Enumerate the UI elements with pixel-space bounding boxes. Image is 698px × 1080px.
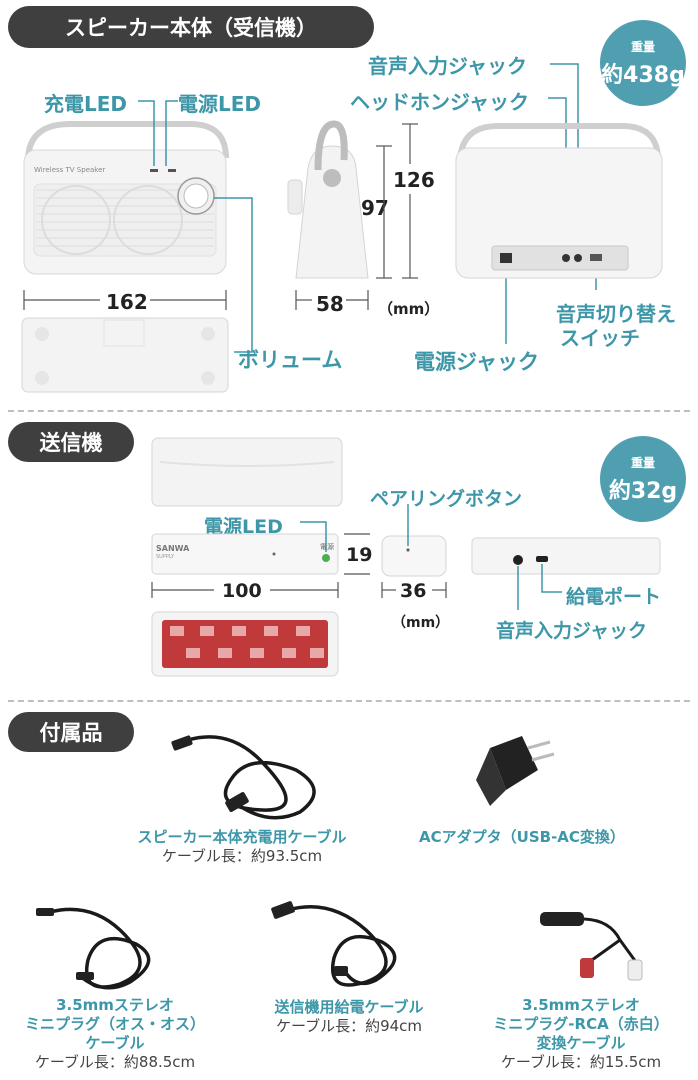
transmitter-views [151, 437, 661, 677]
accessory-name: 送信機用給電ケーブル [274, 998, 424, 1016]
receiver-handle [25, 121, 229, 159]
accessory-item-4: 送信機用給電ケーブル ケーブル長：約94cm [240, 998, 458, 1036]
receiver-bottom-view [21, 317, 229, 393]
accessory-name-line2: ミニプラグ-RCA（赤白） [493, 1015, 669, 1033]
dim-tx-width-100: 100 [222, 580, 262, 602]
receiver-brand-print: Wireless TV Speaker [34, 166, 106, 174]
tx-power-led [322, 554, 330, 562]
dim-width-162: 162 [106, 290, 148, 314]
accessory-name: スピーカー本体充電用ケーブル [137, 828, 347, 846]
label-power-led: 電源LED [178, 92, 262, 116]
accessory-name-line1: 3.5mmステレオ [56, 996, 174, 1014]
dim-tx-depth-36: 36 [400, 580, 427, 602]
tx-back-view [471, 537, 661, 575]
tx-side-view [381, 535, 447, 577]
back-power-jack [500, 253, 512, 263]
section-title-transmitter: 送信機 [8, 422, 134, 462]
accessory-name-line3: 変換ケーブル [536, 1034, 626, 1052]
label-power-port: 給電ポート [566, 586, 662, 608]
accessory-item-1: スピーカー本体充電用ケーブル ケーブル長：約93.5cm [102, 828, 382, 866]
label-switch-1: 音声切り替え [556, 302, 676, 326]
weight-label: 重量 [630, 40, 655, 54]
weight-label: 重量 [630, 456, 655, 470]
accessory-length: ケーブル長：約88.5cm [34, 1053, 196, 1071]
label-volume: ボリューム [238, 348, 343, 372]
tx-brand-sub-print: SUPPLY [156, 554, 175, 560]
receiver-front-view [21, 63, 663, 393]
receiver-weight-badge: 重量 約438g [600, 20, 686, 106]
tx-led-print: 電源 [320, 543, 334, 551]
dim-depth-58: 58 [316, 292, 344, 316]
accessory-name-line3: ケーブル [85, 1034, 145, 1052]
label-power-jack: 電源ジャック [414, 350, 539, 374]
label-tx-power-led: 電源LED [204, 516, 283, 538]
rca-cable-image [540, 912, 643, 981]
accessory-length: ケーブル長：約15.5cm [500, 1053, 662, 1071]
tx-back-power-port [536, 556, 548, 562]
label-headphone: ヘッドホンジャック [350, 90, 529, 114]
accessory-name-line1: 3.5mmステレオ [522, 996, 640, 1014]
ac-adapter-image [476, 736, 555, 806]
tx-power-cable-image [271, 901, 397, 987]
label-audio-in: 音声入力ジャック [368, 54, 527, 78]
accessory-length: ケーブル長：約94cm [275, 1017, 423, 1035]
dim-tx-unit-mm: （mm） [392, 615, 450, 631]
transmitter-weight-badge: 重量 約32g [600, 436, 686, 522]
dim-height-126: 126 [393, 168, 435, 192]
receiver-side-view [295, 145, 369, 279]
weight-value: 約438g [601, 63, 685, 88]
section-title-accessories: 付属品 [8, 712, 134, 752]
divider-2 [8, 700, 690, 702]
accessory-item-2: ACアダプタ（USB-AC変換） [394, 828, 650, 847]
back-headphone-jack [562, 254, 570, 262]
accessory-length: ケーブル長：約93.5cm [161, 847, 323, 865]
label-charge-led: 充電LED [44, 92, 128, 116]
accessory-name-line2: ミニプラグ（オス・オス） [24, 1015, 205, 1033]
dim-unit-mm: （mm） [378, 300, 440, 318]
tx-top-view [151, 437, 343, 507]
label-switch-2: スイッチ [560, 326, 640, 350]
speaker-right [113, 185, 183, 255]
label-tx-audio-in: 音声入力ジャック [496, 620, 648, 642]
accessory-item-3: 3.5mmステレオ ミニプラグ（オス・オス） ケーブル ケーブル長：約88.5c… [0, 996, 230, 1072]
back-audio-in-jack [574, 254, 582, 262]
weight-value: 約32g [608, 479, 678, 504]
section-title-receiver: スピーカー本体（受信機） [8, 6, 374, 48]
tx-pairing-button [406, 548, 410, 552]
accessory-name: ACアダプタ（USB-AC変換） [419, 828, 625, 846]
dim-tx-height-19: 19 [346, 544, 373, 566]
speaker-left [41, 185, 111, 255]
accessory-item-5: 3.5mmステレオ ミニプラグ-RCA（赤白） 変換ケーブル ケーブル長：約15… [468, 996, 694, 1072]
divider-1 [8, 410, 690, 412]
back-audio-switch [590, 254, 602, 261]
tx-front-view [151, 533, 339, 575]
tx-brand-print: SANWA [156, 544, 190, 553]
stereo-cable-image [36, 907, 151, 990]
charge-cable-image [171, 735, 316, 820]
tx-back-audio-jack [513, 555, 523, 565]
